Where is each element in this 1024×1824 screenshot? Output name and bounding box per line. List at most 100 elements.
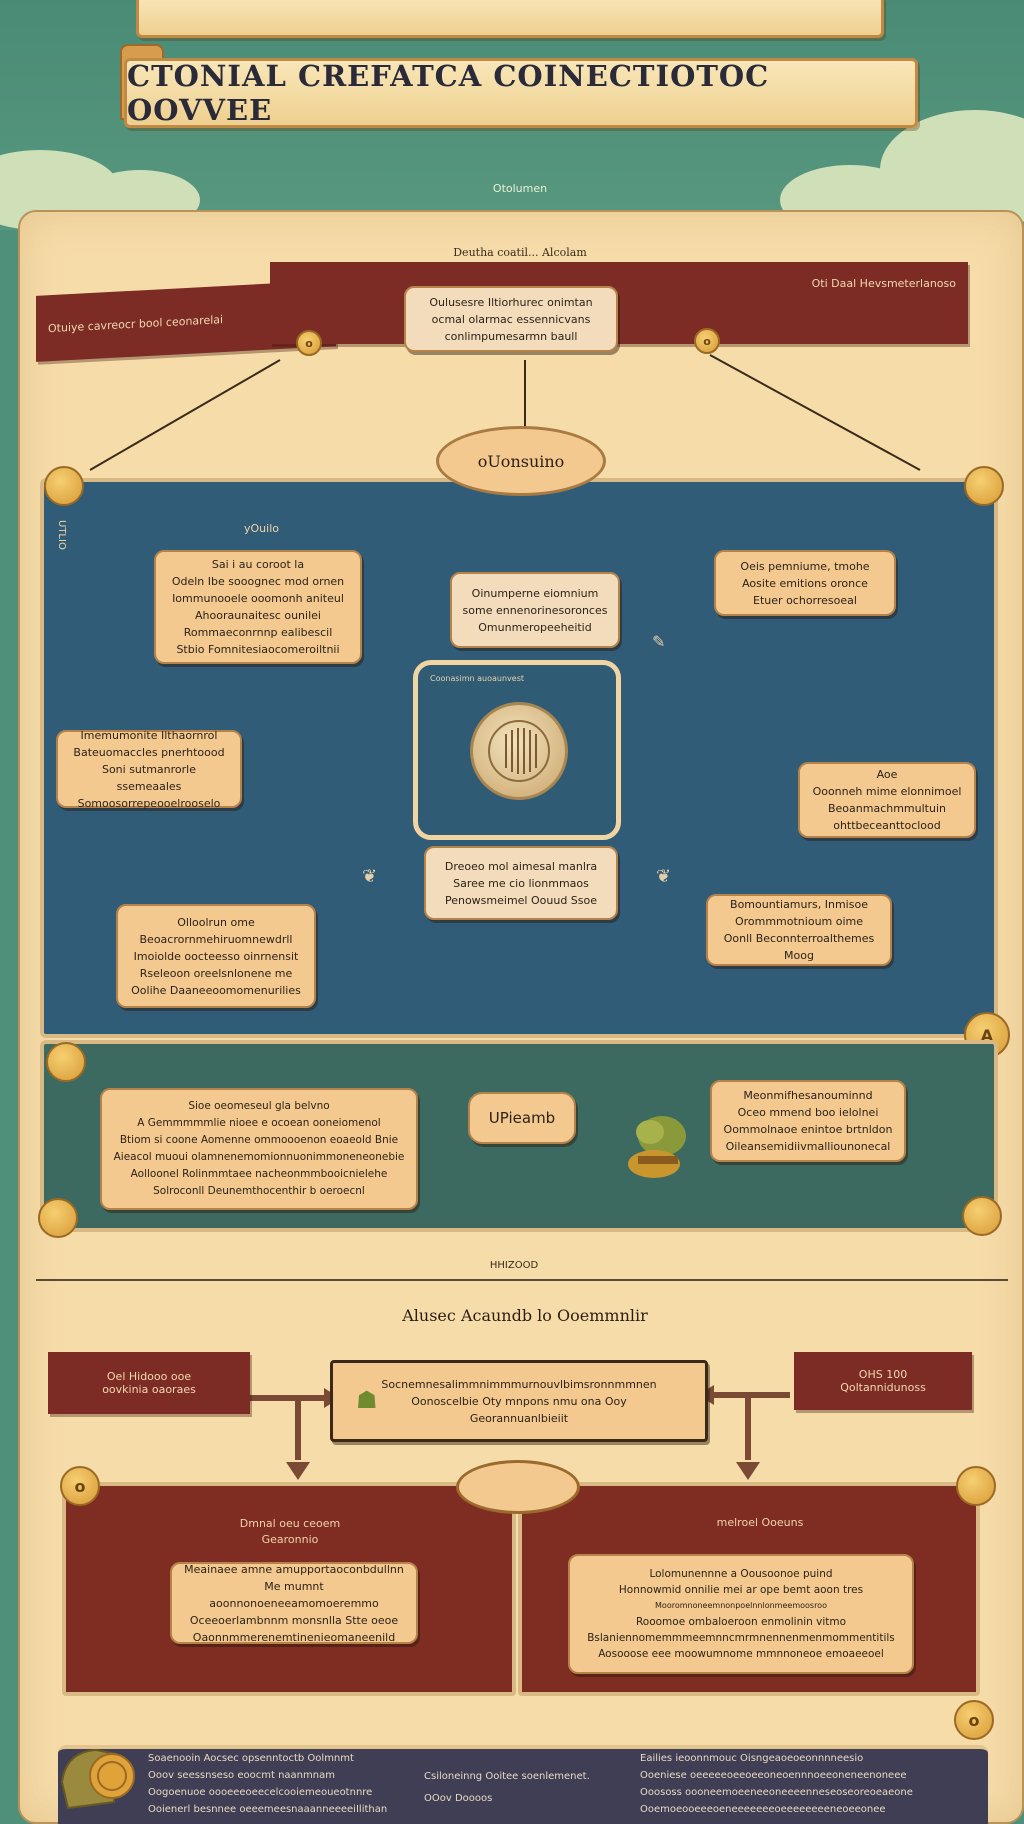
green-connector: UPieamb <box>468 1092 576 1144</box>
card-top-left-line: Ahooraunaitesc ounilei <box>195 609 321 622</box>
lower-band-right-line: OHS 100 <box>858 1368 908 1381</box>
band-right-text: Oti Daal Hevsmeterlanoso <box>811 276 956 290</box>
card-top-center-line: Omunmeropeeheitid <box>478 620 592 634</box>
footer-col-1-line: Oogoenuoe oooeeeoeecelcooiemeoueotnnre <box>148 1787 373 1798</box>
card-bottom-right: Bomountiamurs, Inmisoe Orommmotnioum oim… <box>706 894 892 966</box>
card-top-left: Sai i au coroot la Odeln Ibe sooognec mo… <box>154 550 362 664</box>
card-top-right-line: Aosite emitions oronce <box>742 576 868 590</box>
lower-band-right: OHS 100 Qoltannidunoss <box>794 1352 972 1410</box>
lower-band-left-line: Oel Hidooo ooe <box>106 1370 192 1383</box>
green-card-left-line: Btiom si coone Aomenne ommoooenon eoaeol… <box>119 1134 399 1146</box>
card-bottom-left-line: Rseleoon oreelsnlonene me <box>139 966 293 980</box>
band-left-text: Otuiye cavreocr bool ceonarelai <box>48 312 224 335</box>
lower-band-left: Oel Hidooo ooe oovkinia oaoraes <box>48 1352 250 1414</box>
green-card-right-line: Oommolnaoe enintoe brtnldon <box>723 1123 893 1136</box>
green-card-left-line: Aieacol muoui olamnenemomionnuonimmonene… <box>113 1151 405 1163</box>
red-left-card-line: Me mumnt aoonnonoeneeamomoeremmo <box>209 1579 379 1610</box>
band-card-line-2: ocmal olarmac essennicvans <box>431 312 591 326</box>
green-card-right-line: Oileansemidiivmalliounonecal <box>725 1140 891 1153</box>
blue-panel-badge-text: oUonsuino <box>477 451 565 471</box>
green-card-left: Sioe oeomeseul gla belvno A Gemmmmmlie n… <box>100 1088 418 1210</box>
card-bottom-left-line: Imoiolde oocteesso oinrnensit <box>133 949 299 963</box>
footer-col-3-line: Eailies ieoonnmouc Oisngeaoeoeonnnneesio <box>640 1753 864 1764</box>
band-card-line-3: conlimpumesarmn baull <box>444 329 578 343</box>
card-top-center: Oinumperne eiomnium some ennenorinesoron… <box>450 572 620 648</box>
red-left-card-line: Meainaee amne amupportaoconbdullnn <box>184 1562 404 1576</box>
card-bottom-left-line: Beoacrornmehiruomnewdrll <box>139 932 293 946</box>
card-center-below: Dreoeo mol aimesal manlra Saree me cio l… <box>424 846 618 920</box>
plant-icon <box>620 1110 700 1186</box>
card-bottom-left: Olloolrun ome Beoacrornmehiruomnewdrll I… <box>116 904 316 1008</box>
footer-col-3-line: Ooemoeooeeeoeneeeeeeeoeeeeeeeeneoeeonee <box>640 1804 886 1815</box>
arrowhead-lower-left <box>286 1462 310 1480</box>
line-top-left <box>89 359 281 471</box>
red-right-card-line: Honnowmid onnilie mei ar ope bemt aoon t… <box>618 1584 864 1596</box>
card-bottom-right-line: Bomountiamurs, Inmisoe <box>730 898 868 911</box>
card-left-line: Bateuomaccles pnerhtoood <box>73 745 225 759</box>
green-card-right: Meonmifhesanouminnd Oceo mmend boo ielol… <box>710 1080 906 1162</box>
red-right-card-line: Bslaniennomemmmeemnncmrmnennenmenmomment… <box>587 1632 895 1644</box>
card-right-line: Beoanmachmmultuin <box>827 802 946 815</box>
blue-bolt-top-left <box>44 466 84 506</box>
swirl-icon-left: ❦ <box>362 866 378 887</box>
blue-bolt-top-right <box>964 466 1004 506</box>
green-card-left-line: Aolloonel Rolinmmtaee nacheonmmbooicniel… <box>130 1168 388 1180</box>
title-banner: CTONIAL CREFATCA COINECTIOTOC OOVVEE <box>124 58 918 128</box>
footer-col-3-line: Ooeniese oeeeeeoeeoeeoneoennnoeeoneneeno… <box>640 1770 907 1781</box>
card-top-right-line: Oeis pemniume, tmohe <box>740 559 870 573</box>
footer-bar <box>58 1745 988 1824</box>
blue-corner-label: yOuilo <box>244 522 279 535</box>
lower-band-left-line: oovkinia oaoraes <box>102 1383 196 1396</box>
green-bolt-bottom-right <box>962 1196 1002 1236</box>
card-top-right: Oeis pemniume, tmohe Aosite emitions oro… <box>714 550 896 616</box>
card-bottom-left-line: Olloolrun ome <box>177 915 255 929</box>
card-left-line: Somoosorrepeooelrooselo <box>77 796 221 810</box>
card-top-right-line: Etuer ochorresoeal <box>753 593 857 607</box>
top-section-heading: Deutha coatil... Alcolam <box>453 246 587 259</box>
card-bottom-left-line: Oolihe Daaneeoomomenurilies <box>131 983 301 997</box>
red-left-title-line: Dmnal oeu ceoem <box>239 1517 341 1530</box>
footer-col-3: Eailies ieoonnmouc Oisngeaoeoeonnnneesio… <box>640 1750 976 1818</box>
card-right: Aoe Ooonneh mime elonnimoel Beoanmachmmu… <box>798 762 976 838</box>
lower-center-card-line: Oonoscelbie Oty mnpons nmu ona Ooy <box>411 1394 627 1408</box>
coin-icon-glyph <box>488 720 550 782</box>
footer-col-1-line: Soaenooin Aocsec opsenntoctb Oolmnmt <box>148 1753 354 1764</box>
center-frame-label: Coonasimn auoaunvest <box>430 674 525 683</box>
pen-icon: ✎ <box>652 632 666 651</box>
lower-center-card-line: Georannuanlbieiit <box>469 1411 569 1425</box>
band-right: Oti Daal Hevsmeterlanoso <box>270 262 968 344</box>
red-panel-badge <box>456 1460 580 1514</box>
green-bolt-top-left <box>46 1042 86 1082</box>
section-divider-label: HHIZOOD <box>489 1260 539 1271</box>
footer-bolt-right: o <box>954 1700 994 1740</box>
footer-col-2-line: OOov Doooos <box>424 1793 493 1804</box>
footer-col-2: Csiloneinng Ooitee soenlemenet. OOov Doo… <box>424 1766 624 1810</box>
card-top-center-line: Oinumperne eiomnium <box>471 586 599 600</box>
blue-panel-badge: oUonsuino <box>436 426 606 496</box>
card-right-line: ohttbeceanttoclood <box>833 819 941 832</box>
red-left-card: Meainaee amne amupportaoconbdullnn Me mu… <box>170 1562 418 1644</box>
footer-emblem <box>56 1732 142 1818</box>
red-panel-left <box>62 1482 516 1696</box>
red-left-title-line: Gearonnio <box>261 1533 319 1546</box>
footer-emblem-glyph <box>60 1748 135 1810</box>
line-top-right <box>709 354 921 471</box>
green-card-left-line: Solroconll Deunemthocenthir b oeroecnl <box>153 1185 365 1197</box>
red-right-card: Lolomunennne a Oousoonoe puind Honnowmid… <box>568 1554 914 1674</box>
card-center-below-line: Saree me cio lionmmaos <box>453 876 589 890</box>
card-top-left-line: Stbio Fomnitesiaocomeroiltnii <box>176 643 340 656</box>
red-left-card-line: Oaonnmmerenemtinenieomaneenild <box>192 1630 396 1644</box>
band-bolt-left: o <box>296 330 322 356</box>
footer-col-1-line: Ooienerl besnnee oeeemeesnaaanneeeeiIlit… <box>148 1804 388 1815</box>
swirl-icon-right: ❦ <box>656 866 672 887</box>
arrowhead-lower-right <box>736 1462 760 1480</box>
card-right-line: Ooonneh mime elonnimoel <box>812 785 962 798</box>
coin-icon <box>470 702 568 800</box>
green-bolt-bottom-left <box>38 1198 78 1238</box>
top-scroll <box>136 0 884 38</box>
footer-col-3-line: Ooososs oooneemoeeneeoneeeenneseoseoreoe… <box>640 1787 913 1798</box>
lower-center-card: Socnemnesalimmnimmmurnouvlbimsronnmmnen … <box>330 1360 708 1442</box>
band-bolt-right: o <box>694 328 720 354</box>
card-right-line: Aoe <box>876 768 898 781</box>
lower-section-heading: Alusec Acaundb lo Ooemmnlir <box>402 1306 648 1325</box>
